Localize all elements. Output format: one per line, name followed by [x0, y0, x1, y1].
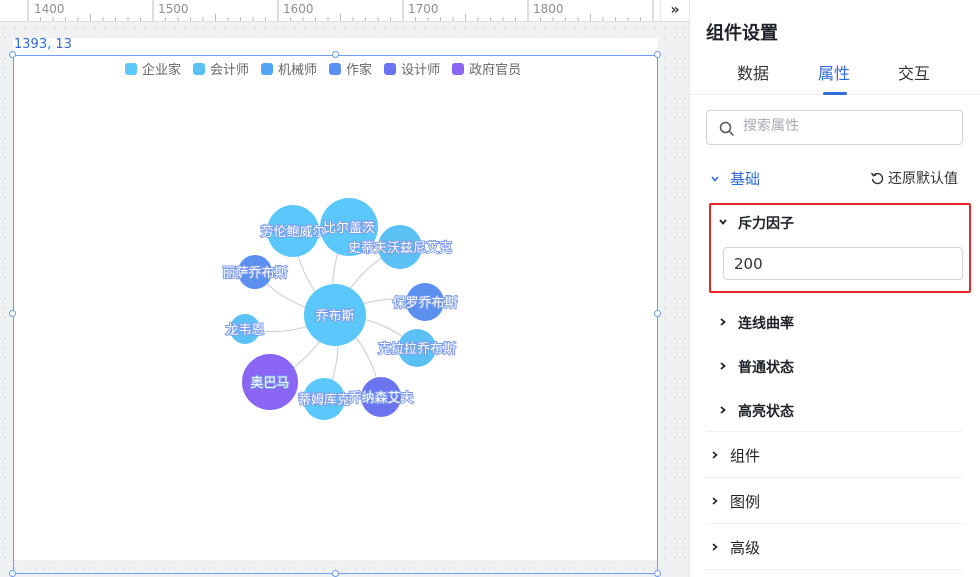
legend-swatch [193, 62, 206, 75]
chevron-down-icon [719, 219, 727, 225]
highlight-annotation-box [709, 203, 971, 293]
reset-icon [870, 172, 884, 185]
ruler-label: 1600 [283, 2, 314, 16]
section-basic-header[interactable]: 基础 还原默认值 [690, 167, 980, 191]
legend-label: 政府官员 [469, 63, 522, 78]
graph-node-label: 龙韦恩 [225, 323, 264, 338]
subitem-highlight-state[interactable]: 高亮状态 [738, 404, 794, 420]
collapse-panel-button[interactable]: » [660, 0, 689, 21]
graph-node-label: 克拉拉乔布斯 [378, 342, 456, 357]
legend-label: 机械师 [278, 63, 318, 78]
search-input[interactable] [743, 118, 953, 134]
resize-handle[interactable] [9, 310, 16, 317]
legend-item[interactable]: 政府官员 [452, 59, 521, 78]
tab-properties[interactable]: 属性 [818, 64, 851, 83]
position-readout: 1393, 13 [14, 37, 72, 52]
legend-label: 会计师 [210, 63, 250, 78]
graph-node-label: 乔布斯 [315, 309, 354, 324]
repulsion-factor-input[interactable] [723, 247, 963, 280]
relationship-graph[interactable]: 乔布斯 比尔盖茨劳伦鲍威尔史蒂夫沃兹尼艾克丽萨乔布斯保罗乔布斯龙韦恩克拉拉乔布斯奥… [0, 0, 689, 577]
group-legend[interactable]: 图例 [730, 493, 761, 511]
legend-swatch [384, 62, 397, 75]
graph-node[interactable] [242, 354, 298, 410]
section-basic-label: 基础 [730, 170, 761, 188]
panel-title: 组件设置 [706, 23, 778, 44]
graph-node[interactable] [320, 198, 378, 256]
subitem-link-curvature[interactable]: 连线曲率 [738, 316, 794, 332]
legend-item[interactable]: 机械师 [261, 59, 317, 78]
ruler-label: 1400 [34, 2, 65, 16]
graph-node-label: 丽萨乔布斯 [222, 266, 287, 281]
legend-item[interactable]: 设计师 [384, 59, 440, 78]
property-search[interactable] [706, 110, 963, 145]
ruler-label: 1800 [533, 2, 564, 16]
subitem-normal-state[interactable]: 普通状态 [738, 360, 794, 376]
group-advanced[interactable]: 高级 [730, 539, 761, 557]
divider [706, 431, 963, 432]
graph-node[interactable] [267, 205, 319, 257]
graph-node[interactable] [378, 225, 422, 269]
divider [706, 569, 963, 570]
legend-label: 作家 [346, 63, 373, 78]
graph-node[interactable] [304, 284, 366, 346]
ruler-ticks [27, 0, 654, 21]
tab-data[interactable]: 数据 [737, 64, 770, 83]
chevron-right-icon [720, 362, 726, 370]
chevron-right-icon [720, 406, 726, 414]
repulsion-factor-label[interactable]: 斥力因子 [738, 216, 794, 232]
legend-item[interactable]: 作家 [329, 59, 372, 78]
chevron-right-icon [712, 451, 718, 459]
resize-handle[interactable] [654, 310, 661, 317]
graph-node[interactable] [230, 314, 260, 344]
graph-node-label: 蒂姆库克 [298, 392, 350, 408]
divider [706, 477, 963, 478]
graph-node-label: 劳伦鲍威尔 [260, 224, 325, 240]
active-tab-indicator [823, 92, 847, 95]
divider [706, 523, 963, 524]
resize-handle[interactable] [9, 51, 16, 58]
legend-swatch [452, 62, 465, 75]
graph-node-label: 史蒂夫沃兹尼艾克 [348, 241, 452, 256]
ruler-label: 1700 [408, 2, 439, 16]
chevron-right-icon [720, 318, 726, 326]
chevron-right-icon [712, 497, 718, 505]
tab-interaction[interactable]: 交互 [898, 64, 931, 83]
search-icon [719, 121, 734, 136]
resize-handle[interactable] [332, 51, 339, 58]
resize-handle[interactable] [654, 51, 661, 58]
graph-node-label: 奥巴马 [250, 376, 289, 391]
legend-swatch [261, 62, 274, 75]
panel-tabs: 数据 属性 交互 [690, 60, 980, 95]
legend-swatch [125, 62, 137, 75]
graph-node[interactable] [303, 378, 345, 420]
settings-panel: 组件设置 数据 属性 交互 基础 还原默认值 斥力因子 [689, 0, 980, 577]
chevron-right-icon [712, 543, 718, 551]
legend-item[interactable]: 企业家 [125, 59, 181, 78]
legend-label: 设计师 [401, 63, 441, 78]
group-component[interactable]: 组件 [730, 447, 761, 465]
graph-node[interactable] [406, 283, 444, 321]
graph-node-label: 比尔盖茨 [323, 221, 375, 236]
graph-node-label: 乔纳森艾夫 [348, 391, 413, 406]
chevron-down-icon [711, 176, 719, 182]
ruler-label: 1500 [158, 2, 189, 16]
horizontal-ruler: 1400 1500 1600 1700 1800 » [0, 0, 689, 22]
reset-defaults-button[interactable]: 还原默认值 [888, 171, 958, 187]
graph-node[interactable] [361, 377, 401, 417]
legend-swatch [329, 62, 342, 75]
legend-item[interactable]: 会计师 [193, 59, 249, 78]
graph-node[interactable] [398, 329, 436, 367]
graph-node[interactable] [238, 255, 272, 289]
chart-legend: 企业家 会计师 机械师 作家 设计师 政府官员 [125, 59, 521, 78]
graph-node-label: 保罗乔布斯 [392, 296, 457, 311]
legend-label: 企业家 [142, 63, 182, 78]
